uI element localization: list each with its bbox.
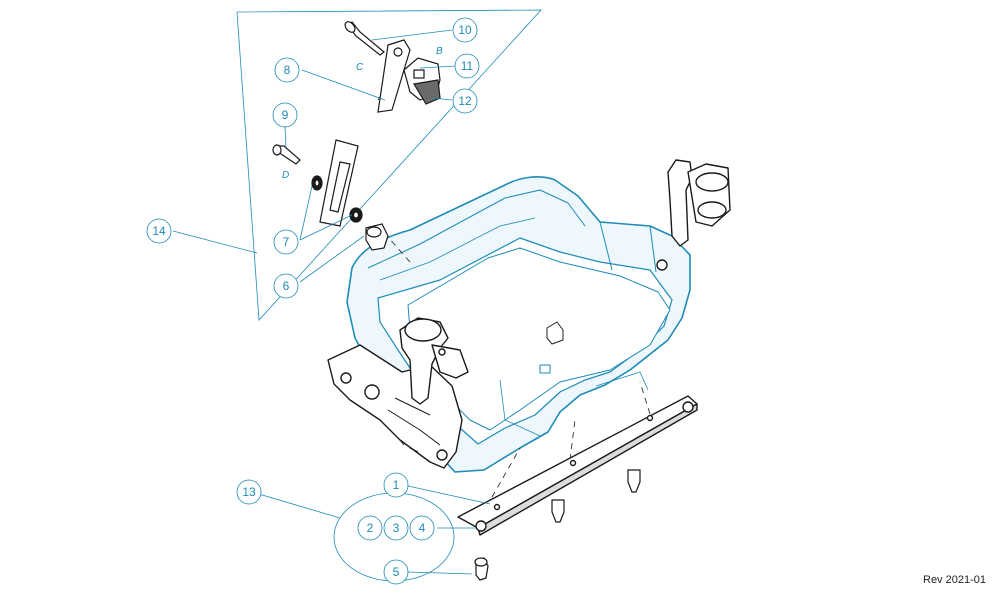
callout-12: 12 bbox=[452, 88, 478, 114]
washer-part-7 bbox=[311, 175, 363, 223]
revision-label: Rev 2021-01 bbox=[923, 574, 986, 586]
detail-view-frame bbox=[172, 9, 542, 321]
callout-4: 4 bbox=[409, 515, 435, 541]
callout-1: 1 bbox=[383, 472, 409, 498]
slotted-bar-part-7 bbox=[319, 139, 359, 227]
svg-text:13: 13 bbox=[242, 485, 256, 499]
svg-text:5: 5 bbox=[393, 565, 400, 579]
svg-text:14: 14 bbox=[152, 224, 166, 238]
view-label-d: D bbox=[282, 170, 289, 181]
callouts: 1 2 3 4 5 6 7 8 9 10 11 12 13 14 bbox=[146, 17, 480, 585]
svg-text:7: 7 bbox=[283, 235, 290, 249]
callout-5: 5 bbox=[383, 559, 409, 585]
callout-13: 13 bbox=[236, 479, 262, 505]
svg-text:2: 2 bbox=[367, 521, 374, 535]
svg-text:4: 4 bbox=[419, 521, 426, 535]
callout-9: 9 bbox=[272, 102, 298, 128]
view-label-c: C bbox=[356, 62, 364, 73]
callout-3: 3 bbox=[383, 515, 409, 541]
bushing-part-6 bbox=[365, 223, 389, 251]
bolt-part-5 bbox=[474, 557, 489, 581]
screw-part-9 bbox=[272, 144, 301, 165]
callout-6: 6 bbox=[273, 273, 299, 299]
callout-10: 10 bbox=[452, 17, 478, 43]
svg-text:11: 11 bbox=[461, 59, 474, 73]
pin-part-10 bbox=[344, 21, 385, 56]
right-tube-clamp bbox=[656, 159, 731, 271]
callout-8: 8 bbox=[274, 57, 300, 83]
svg-text:6: 6 bbox=[283, 279, 290, 293]
bottom-rail bbox=[457, 395, 698, 536]
callout-7: 7 bbox=[273, 229, 299, 255]
svg-text:12: 12 bbox=[458, 94, 472, 108]
svg-text:8: 8 bbox=[284, 63, 291, 77]
lever-part-8 bbox=[377, 39, 411, 113]
svg-text:9: 9 bbox=[282, 108, 289, 122]
callout-2: 2 bbox=[357, 515, 383, 541]
svg-text:1: 1 bbox=[393, 478, 400, 492]
clip-part-11-12 bbox=[403, 57, 441, 105]
svg-text:10: 10 bbox=[458, 23, 472, 37]
view-label-b: B bbox=[436, 46, 443, 57]
callout-14: 14 bbox=[146, 218, 172, 244]
callout-11: 11 bbox=[454, 53, 480, 79]
leader-lines bbox=[251, 29, 491, 582]
rail-bolts bbox=[551, 469, 641, 523]
left-tube-clamp bbox=[399, 317, 469, 405]
svg-text:3: 3 bbox=[393, 521, 400, 535]
